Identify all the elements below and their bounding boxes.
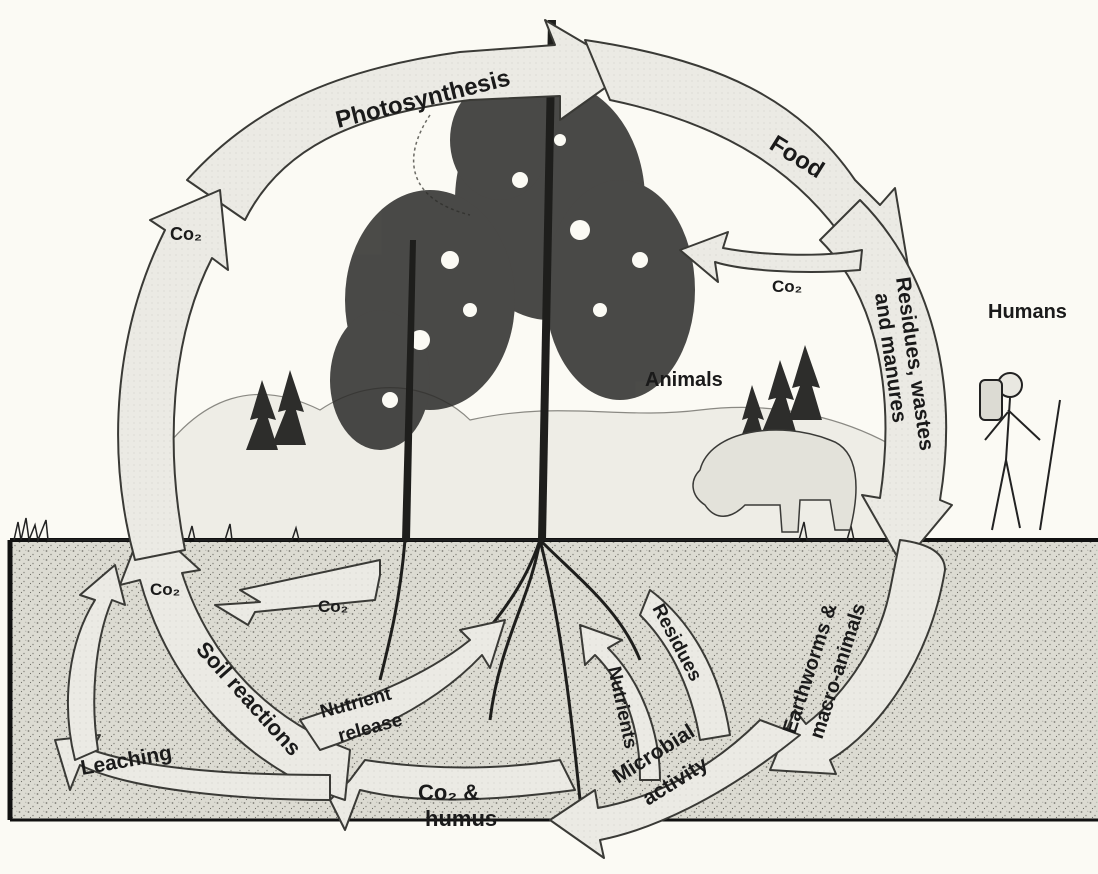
label-co2-soil-left: Co₂ (150, 580, 180, 599)
hiker (980, 373, 1060, 530)
label-co2-top-right: Co₂ (772, 277, 802, 296)
label-co2-root: Co₂ (318, 597, 348, 616)
label-co2-left: Co₂ (170, 224, 202, 244)
label-co2-humus-2: humus (425, 806, 497, 831)
label-humans: Humans (988, 301, 1067, 323)
label-animals: Animals (645, 369, 723, 391)
label-co2-humus-1: Co₂ & (418, 780, 479, 805)
